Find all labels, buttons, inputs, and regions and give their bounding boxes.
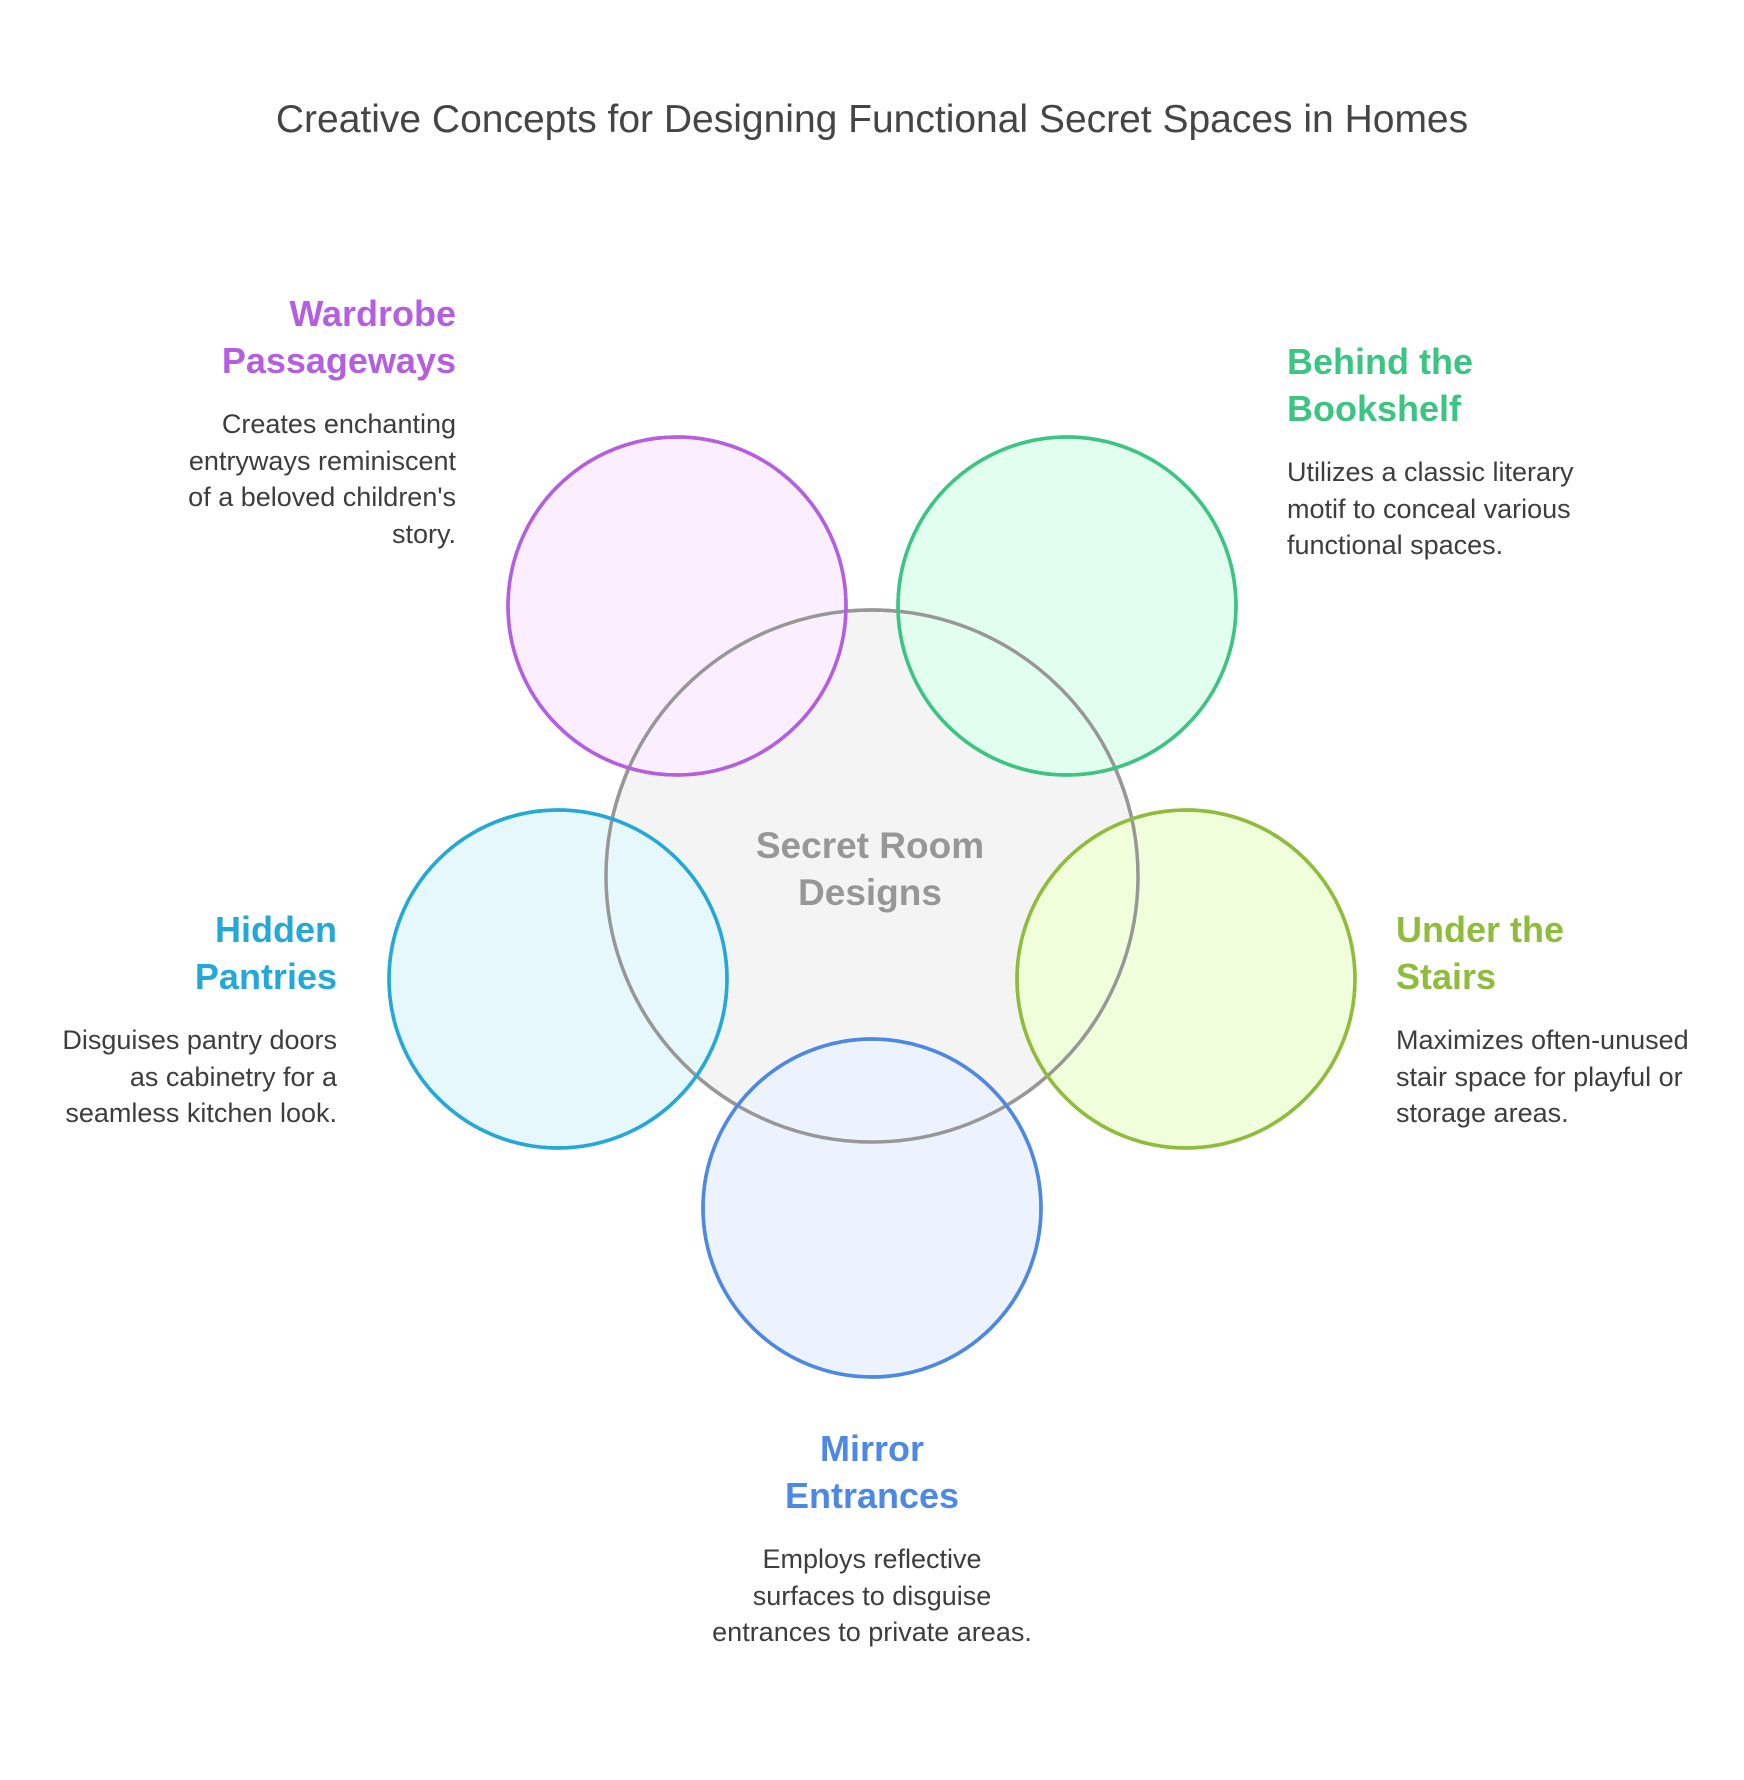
pantries-circle-outline — [387, 808, 729, 1150]
bookshelf-circle-outline — [896, 435, 1238, 777]
item-stairs: Under the Stairs Maximizes often-unused … — [1396, 906, 1696, 1132]
item-description: Employs reflective surfaces to disguise … — [712, 1544, 1032, 1647]
item-description: Disguises pantry doors as cabinetry for … — [62, 1025, 337, 1128]
center-circle-outline — [604, 608, 1140, 1144]
item-title-line1: Hidden — [215, 909, 337, 950]
center-label-line2: Designs — [798, 872, 942, 913]
item-title-line2: Entrances — [784, 1475, 960, 1516]
item-title: Wardrobe Passageways — [160, 290, 456, 384]
item-title-line2: Stairs — [1396, 956, 1497, 997]
item-description: Maximizes often-unused stair space for p… — [1396, 1025, 1689, 1128]
center-label: Secret Room Designs — [670, 822, 1070, 916]
item-description: Creates enchanting entryways reminiscent… — [188, 409, 456, 549]
item-mirror: Mirror Entrances Employs reflective surf… — [712, 1425, 1032, 1651]
page-title: Creative Concepts for Designing Function… — [275, 98, 1469, 141]
item-wardrobe: Wardrobe Passageways Creates enchanting … — [160, 290, 456, 552]
item-bookshelf: Behind the Bookshelf Utilizes a classic … — [1287, 338, 1577, 564]
item-title-line1: Behind the — [1287, 341, 1473, 382]
item-pantries: Hidden Pantries Disguises pantry doors a… — [60, 906, 337, 1132]
wardrobe-circle-outline — [506, 435, 848, 777]
item-title: Behind the Bookshelf — [1287, 338, 1577, 432]
stairs-circle-outline — [1015, 808, 1357, 1150]
item-title-line2: Bookshelf — [1287, 388, 1462, 429]
item-description: Utilizes a classic literary motif to con… — [1287, 457, 1574, 560]
item-title-line1: Mirror — [819, 1428, 924, 1469]
center-label-line1: Secret Room — [755, 825, 985, 866]
item-title-line2: Pantries — [194, 956, 337, 997]
item-title: Mirror Entrances — [712, 1425, 1032, 1519]
mirror-circle-outline — [701, 1037, 1043, 1379]
item-title: Under the Stairs — [1396, 906, 1696, 1000]
item-title-line1: Under the — [1396, 909, 1565, 950]
item-title: Hidden Pantries — [60, 906, 337, 1000]
item-title-line2: Passageways — [221, 340, 456, 381]
item-title-line1: Wardrobe — [289, 293, 456, 334]
